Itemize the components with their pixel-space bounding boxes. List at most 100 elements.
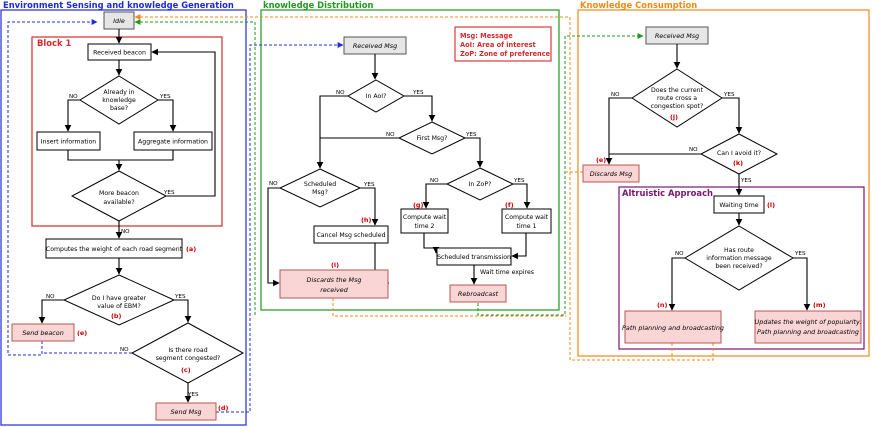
- wait-expires-label: Wait time expires: [480, 269, 534, 276]
- avoid-yes: YES: [740, 178, 752, 184]
- more-beacon-no: NO: [121, 229, 130, 235]
- marker-d: (d): [218, 404, 228, 412]
- in-aoi-no: NO: [336, 90, 345, 96]
- scheduled-msg-yes: YES: [363, 182, 375, 188]
- legend-msg: Msg: Message: [460, 32, 513, 40]
- wait-time-1-box: [501, 208, 552, 234]
- marker-l: (l): [767, 201, 775, 209]
- route-info-line3: been received?: [715, 263, 762, 270]
- marker-k: (k): [733, 159, 743, 167]
- already-kb-line2: knowledge: [102, 97, 136, 104]
- already-kb-decision: [79, 75, 159, 125]
- cancel-scheduled-box: [313, 225, 389, 244]
- cons-section-title: Knowledge Consumption: [580, 0, 697, 10]
- cons-discard-terminal: [582, 164, 640, 183]
- rebroadcast-terminal: [449, 284, 507, 303]
- dist-section-title: knowledge Distribution: [263, 0, 374, 10]
- congested-line2: segment congested?: [156, 355, 221, 362]
- in-aoi-yes: YES: [412, 90, 424, 96]
- link-dist-idle: [134, 19, 256, 315]
- block1-frame: [31, 36, 223, 227]
- altruistic-title: Altruistic Approach: [622, 188, 713, 198]
- cons-received-msg-label: Received Msg: [655, 32, 699, 40]
- greater-ebm-no: NO: [46, 294, 55, 300]
- send-beacon-label: Send beacon: [22, 329, 64, 337]
- scheduled-msg-line2: Msg?: [312, 189, 328, 196]
- send-beacon-terminal: [11, 323, 75, 342]
- more-beacon-line2: available?: [103, 199, 134, 206]
- first-msg-label: First Msg?: [417, 135, 448, 142]
- wait-time-2-line2: time 2: [415, 223, 435, 230]
- already-kb-no: NO: [69, 94, 78, 100]
- cross-spot-line1: Does the current: [651, 87, 704, 94]
- route-info-line2: information message: [706, 255, 772, 262]
- send-msg-terminal: [155, 402, 217, 421]
- scheduled-tx-label: Scheduled transmission: [437, 254, 511, 261]
- cons-discard-label: Discards Msg: [590, 170, 632, 178]
- marker-h: (h): [361, 216, 371, 224]
- marker-a: (a): [186, 245, 196, 253]
- marker-e-cons: (e): [596, 156, 606, 164]
- scheduled-msg-no: NO: [269, 181, 278, 187]
- altruistic-frame: [618, 186, 865, 350]
- wait-time-2-line1: Compute wait: [403, 214, 447, 221]
- wait-time-1-line1: Compute wait: [505, 214, 549, 221]
- route-info-line1: Has route: [724, 247, 754, 254]
- more-beacon-yes: YES: [163, 190, 175, 196]
- congested-no: NO: [120, 347, 129, 353]
- legend-box: [454, 26, 552, 62]
- cancel-scheduled-label: Cancel Msg scheduled: [316, 232, 385, 239]
- greater-ebm-line1: Do I have greater: [92, 295, 147, 302]
- in-zop-yes: YES: [513, 178, 525, 184]
- updates-weight-line2: Path planning and broadcasting: [757, 328, 859, 336]
- path-planning-terminal: [624, 310, 722, 344]
- congested-yes: YES: [187, 392, 199, 398]
- in-aoi-label: In AoI?: [366, 93, 387, 100]
- in-zop-label: In ZoP?: [469, 181, 492, 188]
- updates-weight-line1: Updates the weight of popularity.: [755, 318, 862, 326]
- scheduled-msg-line1: Scheduled: [304, 181, 336, 188]
- greater-ebm-line2: value of EBM?: [97, 303, 141, 310]
- already-kb-line3: base?: [110, 105, 128, 112]
- link-send-beacon-idle: [7, 19, 98, 356]
- discard-msg-line2: received: [320, 286, 348, 294]
- rebroadcast-label: Rebroadcast: [458, 290, 499, 298]
- cross-spot-decision: [631, 68, 723, 128]
- insert-info-label: Insert information: [41, 139, 97, 146]
- more-beacon-line1: More beacon: [99, 190, 139, 197]
- avoid-no: NO: [689, 147, 698, 153]
- route-info-decision: [684, 225, 794, 291]
- link-discard-dist: [332, 298, 566, 317]
- marker-e-env: (e): [77, 329, 87, 337]
- path-planning-label: Path planning and broadcasting: [622, 324, 724, 332]
- marker-i: (i): [331, 261, 339, 269]
- send-msg-label: Send Msg: [170, 408, 201, 416]
- marker-b: (b): [111, 312, 121, 320]
- greater-ebm-decision: [62, 274, 176, 326]
- marker-j: (j): [670, 113, 678, 121]
- link-send-msg-received: [216, 42, 344, 413]
- discard-msg-line1: Discards the Msg: [307, 276, 362, 284]
- in-zop-decision: [445, 167, 515, 201]
- wait-time-2-box: [400, 208, 449, 234]
- congested-line1: Is there road: [168, 347, 207, 354]
- marker-m: (m): [813, 301, 826, 309]
- cross-spot-no: NO: [611, 92, 620, 98]
- already-kb-line1: Already in: [103, 89, 134, 96]
- cross-spot-line2: route cross a: [657, 95, 697, 102]
- waiting-time-label: Waiting time: [719, 202, 758, 209]
- in-aoi-decision: [346, 79, 406, 113]
- marker-g: (g): [413, 201, 423, 209]
- dist-section-frame: [260, 9, 560, 311]
- already-kb-yes: YES: [159, 94, 171, 100]
- block1-title: Block 1: [37, 38, 71, 48]
- in-zop-no: NO: [430, 178, 439, 184]
- marker-n: (n): [657, 301, 667, 309]
- legend-zop: ZoP: Zone of preference: [460, 50, 551, 58]
- route-info-no: NO: [675, 251, 684, 257]
- legend-aoi: AoI: Area of interest: [460, 41, 536, 49]
- marker-c: (c): [181, 366, 191, 374]
- compute-weight-box: [45, 238, 183, 259]
- scheduled-msg-decision: [278, 168, 362, 208]
- link-cons-idle: [134, 14, 714, 361]
